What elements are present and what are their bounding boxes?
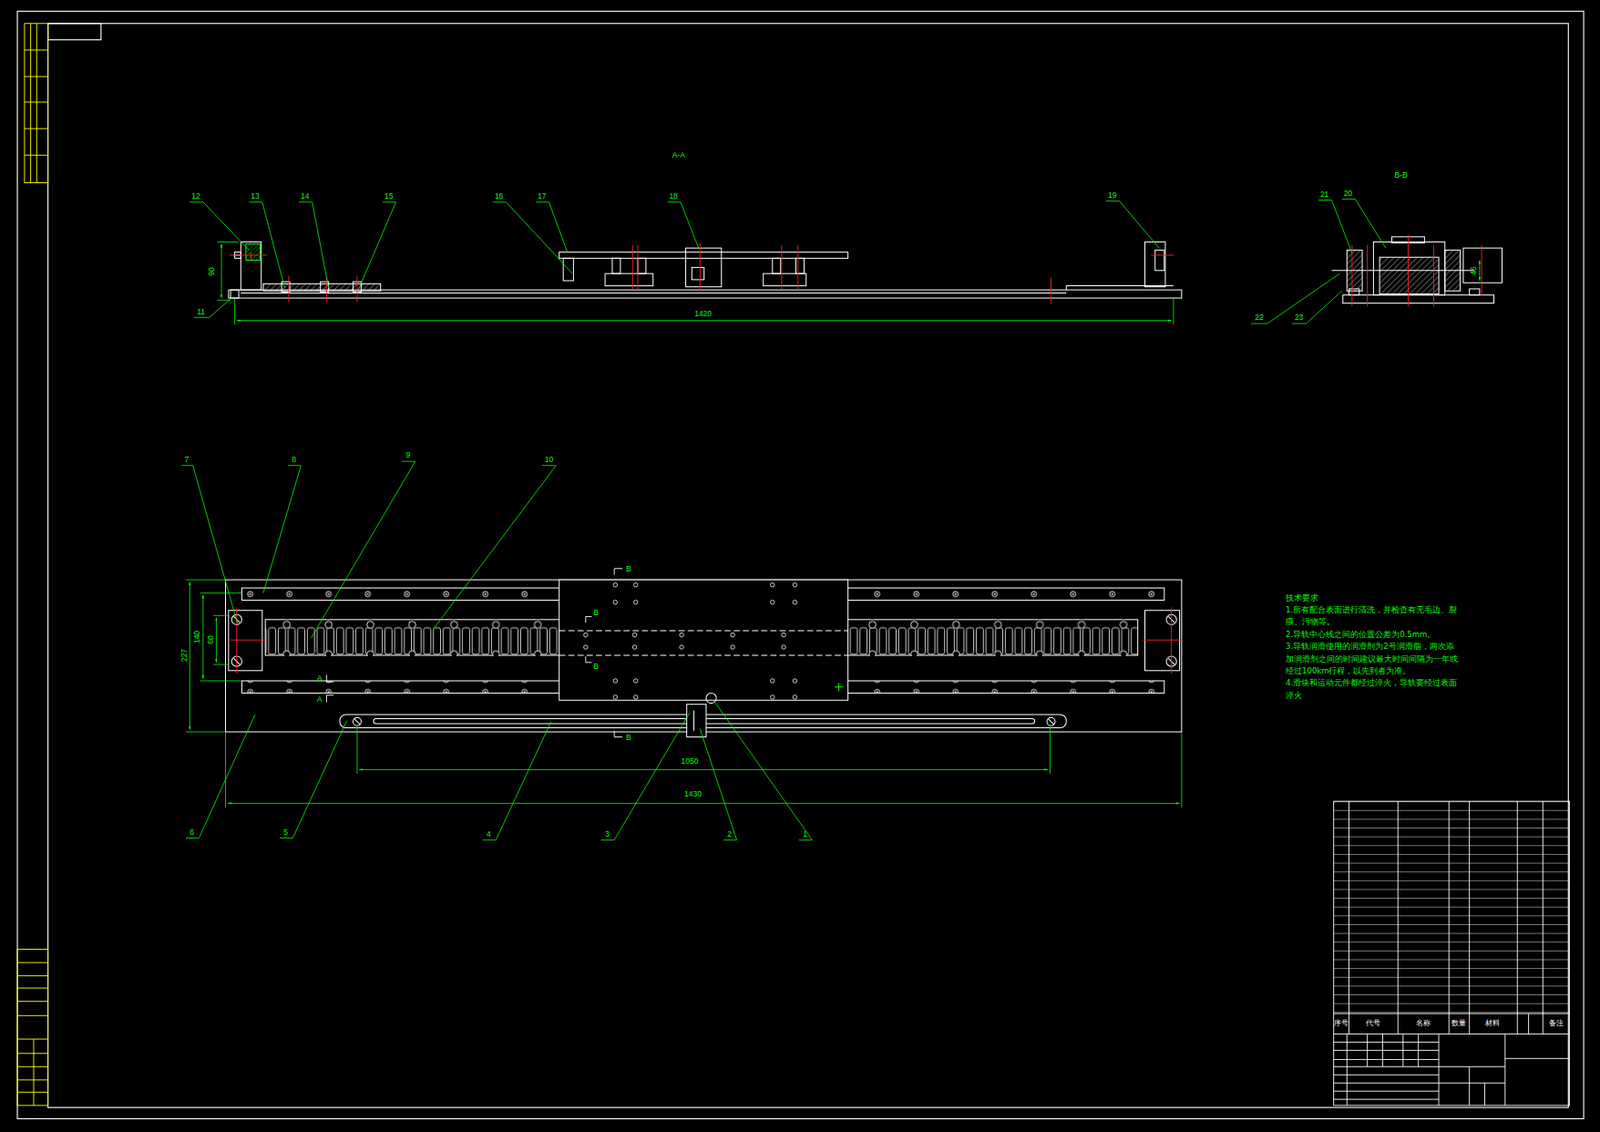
view-label: B-B (1394, 170, 1408, 179)
section-marker: B (593, 608, 599, 617)
drawing-frame (17, 10, 1584, 1118)
table-header: 备注 (1548, 1020, 1564, 1028)
callout-number: 18 (668, 192, 677, 201)
section-marker: A (317, 695, 323, 704)
callout-number: 21 (1320, 190, 1329, 199)
callout-number: 8 (291, 455, 297, 464)
callout-number: 2 (727, 830, 732, 839)
callout-number: 14 (300, 192, 309, 201)
section-markers (326, 568, 623, 738)
callout-number: 22 (1254, 313, 1263, 322)
callout-number: 20 (1343, 188, 1353, 197)
section-marker: B (593, 662, 599, 671)
note-text: 3.导轨润滑使用的润滑剂为2号润滑脂，两次添加润滑剂之间的时间建议最大时间间隔为… (1285, 640, 1461, 677)
leader-lines (181, 198, 1385, 840)
technical-notes: 技术要求1.所有配合表面进行清洗，并检查有无毛边、裂痕、污物等。2.导轨中心线之… (1285, 592, 1461, 703)
table-header: 名称 (1415, 1020, 1431, 1028)
callout-number: 19 (1107, 191, 1117, 200)
plan-view (225, 579, 1181, 737)
section-marker: B (625, 732, 632, 741)
callout-number: 17 (537, 192, 546, 201)
note-heading: 技术要求 (1285, 592, 1461, 605)
callout-number: 15 (384, 192, 393, 201)
dimension: 90 (207, 266, 216, 276)
section-marker: B (625, 564, 632, 574)
callout-number: 4 (486, 830, 492, 839)
dimension: 1050 (681, 757, 699, 766)
dimension: 1420 (694, 309, 712, 318)
callout-number: 1 (802, 830, 808, 839)
table-header: 材料 (1485, 1020, 1500, 1028)
callout-number: 13 (250, 192, 259, 201)
center-lines (229, 243, 1174, 305)
dimension: 60 (205, 635, 215, 644)
callout-number: 12 (191, 192, 200, 201)
dimension: 1430 (684, 789, 702, 799)
view-label: A-A (672, 151, 686, 160)
note-text: 1.所有配合表面进行清洗，并检查有无毛边、裂痕、污物等。 (1285, 604, 1461, 629)
table-header: 数量 (1451, 1020, 1467, 1028)
dimension-lines (185, 241, 1480, 807)
callout-number: 10 (544, 455, 554, 464)
title-block (1333, 800, 1570, 1106)
center-lines (230, 606, 1182, 674)
dimension: 227 (179, 648, 188, 662)
center-lines (1352, 235, 1482, 307)
callout-number: 3 (605, 830, 610, 839)
callout-number: 11 (196, 307, 206, 316)
table-header: 序号 (1333, 1020, 1349, 1028)
dimension: 45 (1469, 266, 1478, 275)
callout-number: 16 (494, 192, 503, 201)
callout-number: 7 (184, 455, 190, 464)
callout-number: 6 (189, 827, 195, 836)
section-marker: A (317, 673, 323, 682)
note-text: 2.导轨中心线之间的位置公差为0.5mm。 (1285, 628, 1461, 641)
section-view-b (1331, 236, 1502, 304)
note-text: 4.滑块和运动元件都经过淬火，导轨要经过表面淬火 (1285, 676, 1461, 702)
dimension: 140 (193, 630, 202, 644)
table-header: 代号 (1365, 1020, 1381, 1028)
frame-grid (17, 23, 49, 1106)
section-view-a (228, 241, 1182, 298)
callout-number: 5 (283, 827, 288, 836)
callout-number: 9 (406, 451, 411, 460)
callout-number: 23 (1294, 313, 1303, 322)
